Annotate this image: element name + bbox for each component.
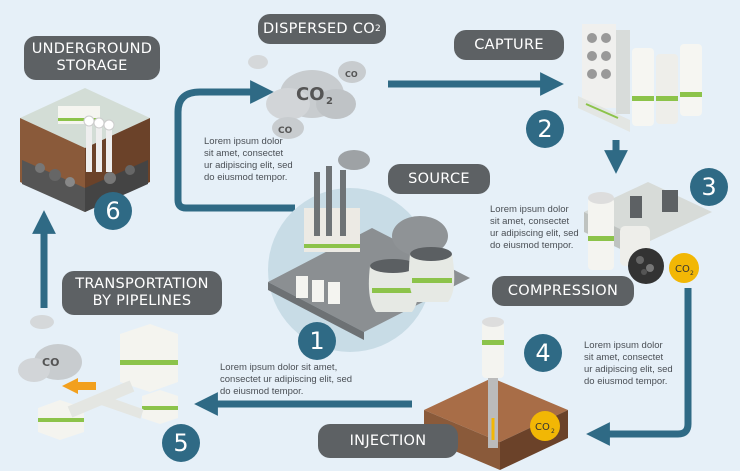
desc-injection: Lorem ipsum dolor sit amet, consectet ur…	[584, 340, 673, 388]
label-capture-text: CAPTURE	[474, 36, 544, 53]
step-number-4: 4	[524, 334, 562, 372]
desc-source: Lorem ipsum dolor sit amet, consectet ur…	[204, 136, 293, 184]
desc-transport-line: Lorem ipsum dolor sit amet,	[220, 362, 338, 373]
desc-compression-line: ur adipiscing elit, sed	[490, 228, 579, 239]
step-number-6: 6	[94, 192, 132, 230]
svg-text:CO: CO	[535, 422, 550, 433]
label-storage-line1: UNDERGROUND	[31, 41, 153, 58]
svg-text:2: 2	[690, 270, 694, 277]
desc-compression-line: sit amet, consectet	[490, 216, 570, 227]
desc-injection-line: ur adipiscing elit, sed	[584, 364, 673, 375]
desc-source-line: do eiusmod tempor.	[204, 172, 288, 183]
svg-text:2: 2	[326, 96, 333, 107]
label-compression: COMPRESSION	[492, 276, 634, 306]
desc-transport: Lorem ipsum dolor sit amet, consectet ur…	[220, 362, 352, 398]
label-transport-line1: TRANSPORTATION	[75, 276, 209, 293]
desc-compression-line: Lorem ipsum dolor	[490, 204, 569, 215]
svg-text:2: 2	[551, 428, 555, 435]
step-number-5: 5	[162, 424, 200, 462]
arrow-compression-to-injection	[586, 288, 692, 446]
label-transportation-by-pipelines: TRANSPORTATION BY PIPELINES	[62, 271, 222, 315]
storage-illustration	[20, 88, 150, 212]
label-storage-line2: STORAGE	[56, 58, 128, 74]
svg-text:CO: CO	[278, 126, 293, 136]
flow-arrows	[32, 72, 692, 446]
desc-source-line: sit amet, consectet	[204, 148, 284, 159]
label-injection-text: INJECTION	[349, 432, 427, 449]
label-underground-storage: UNDERGROUND STORAGE	[24, 36, 160, 80]
label-injection: INJECTION	[318, 424, 458, 458]
svg-text:CO: CO	[675, 264, 690, 275]
desc-compression: Lorem ipsum dolor sit amet, consectet ur…	[490, 204, 579, 252]
compression-illustration: CO 2	[584, 182, 712, 284]
desc-compression-line: do eiusmod tempor.	[490, 240, 574, 251]
desc-source-line: ur adipiscing elit, sed	[204, 160, 293, 171]
injection-illustration: CO 2	[424, 317, 568, 470]
transport-illustration: CO	[18, 315, 178, 440]
desc-injection-line: do eiusmod tempor.	[584, 376, 668, 387]
label-source-text: SOURCE	[408, 170, 470, 187]
label-transport-line2: BY PIPELINES	[92, 293, 192, 309]
step-number-1: 1	[298, 322, 336, 360]
svg-text:CO: CO	[296, 84, 325, 105]
label-compression-text: COMPRESSION	[507, 282, 619, 299]
desc-injection-line: sit amet, consectet	[584, 352, 664, 363]
desc-transport-line: do eiusmod tempor.	[220, 386, 304, 397]
step-number-3: 3	[690, 168, 728, 206]
capture-illustration	[578, 24, 702, 132]
label-source: SOURCE	[388, 164, 490, 194]
desc-injection-line: Lorem ipsum dolor	[584, 340, 663, 351]
svg-text:CO: CO	[345, 70, 358, 79]
co2-clouds: CO 2 CO CO	[248, 55, 366, 139]
source-illustration	[268, 150, 470, 352]
step-number-2: 2	[526, 110, 564, 148]
arrow-source-to-dispersed	[174, 80, 295, 212]
label-capture: CAPTURE	[454, 30, 564, 60]
svg-text:CO: CO	[42, 356, 59, 369]
desc-source-line: Lorem ipsum dolor	[204, 136, 283, 147]
label-dispersed-text: DISPERSED CO	[263, 20, 375, 37]
label-dispersed-sub: 2	[374, 23, 381, 34]
desc-transport-line: consectet ur adipiscing elit, sed	[220, 374, 353, 385]
